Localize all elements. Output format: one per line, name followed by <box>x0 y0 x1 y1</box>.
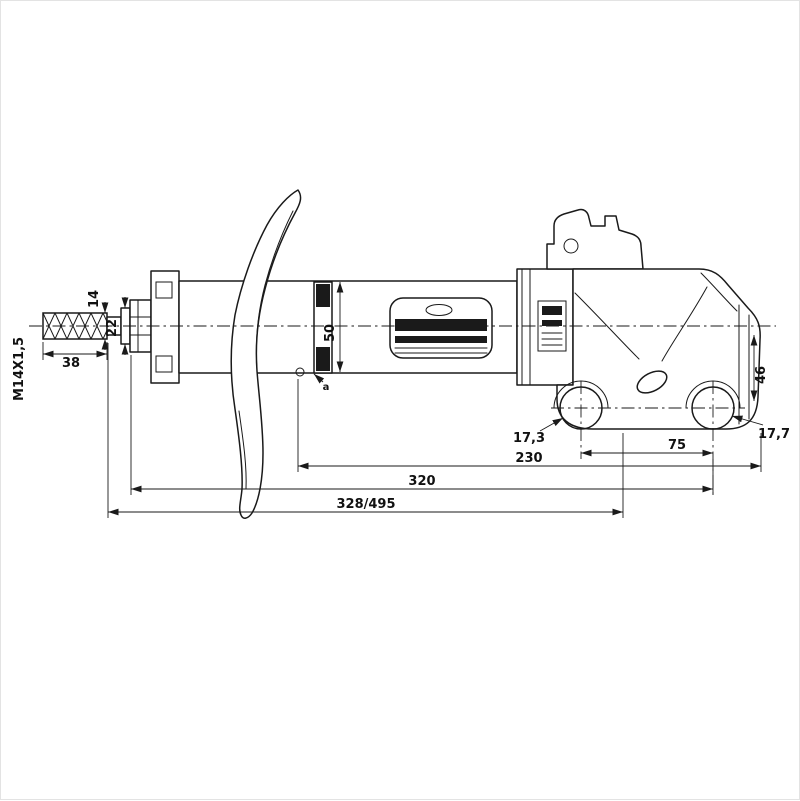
dim-38: 38 <box>42 342 108 371</box>
weld-mark: a <box>313 373 330 393</box>
mount-window-bottom <box>155 355 173 373</box>
weld-mark-label: a <box>323 382 330 393</box>
hose-bracket <box>546 208 644 270</box>
knuckle-bracket <box>551 268 761 497</box>
dim-22: 22 <box>105 297 129 355</box>
dim-38-label: 38 <box>62 356 80 371</box>
hose-bracket-hole <box>563 238 579 254</box>
dim-328-495: 328/495 <box>107 343 624 518</box>
dim-75: 75 <box>581 438 713 457</box>
dimensions: M14X1,5 38 14 22 50 46 17,3 <box>12 282 790 518</box>
dim-17-7: 17,7 <box>731 415 790 442</box>
dim-17-3: 17,3 <box>513 417 564 446</box>
dim-320: 320 <box>130 355 714 495</box>
dim-320-label: 320 <box>408 474 435 489</box>
outer-body <box>516 268 574 386</box>
label-oval <box>425 304 453 316</box>
gland-band <box>295 281 333 377</box>
product-label <box>389 297 493 359</box>
dim-50: 50 <box>323 282 344 372</box>
spring-seat-plate <box>230 189 302 519</box>
dim-thread-spec: M14X1,5 <box>12 337 27 401</box>
thread-spec-label: M14X1,5 <box>12 337 27 401</box>
dim-230: 230 <box>297 379 762 472</box>
dim-46: 46 <box>750 335 769 401</box>
dim-14: 14 <box>87 290 109 350</box>
upper-mount-bracket <box>150 270 180 384</box>
dim-75-label: 75 <box>668 438 686 453</box>
dim-17-3-label: 17,3 <box>513 431 545 446</box>
bracket-slot <box>636 370 668 394</box>
dim-17-7-label: 17,7 <box>758 427 790 442</box>
mount-window-top <box>155 281 173 299</box>
dim-22-label: 22 <box>105 319 120 337</box>
dim-230-label: 230 <box>515 451 542 466</box>
dim-50-label: 50 <box>323 324 338 342</box>
body-label <box>537 300 567 352</box>
dim-14-label: 14 <box>87 290 102 308</box>
drain-hole <box>295 367 305 377</box>
dim-328-495-label: 328/495 <box>336 497 395 512</box>
dim-46-label: 46 <box>754 366 769 384</box>
